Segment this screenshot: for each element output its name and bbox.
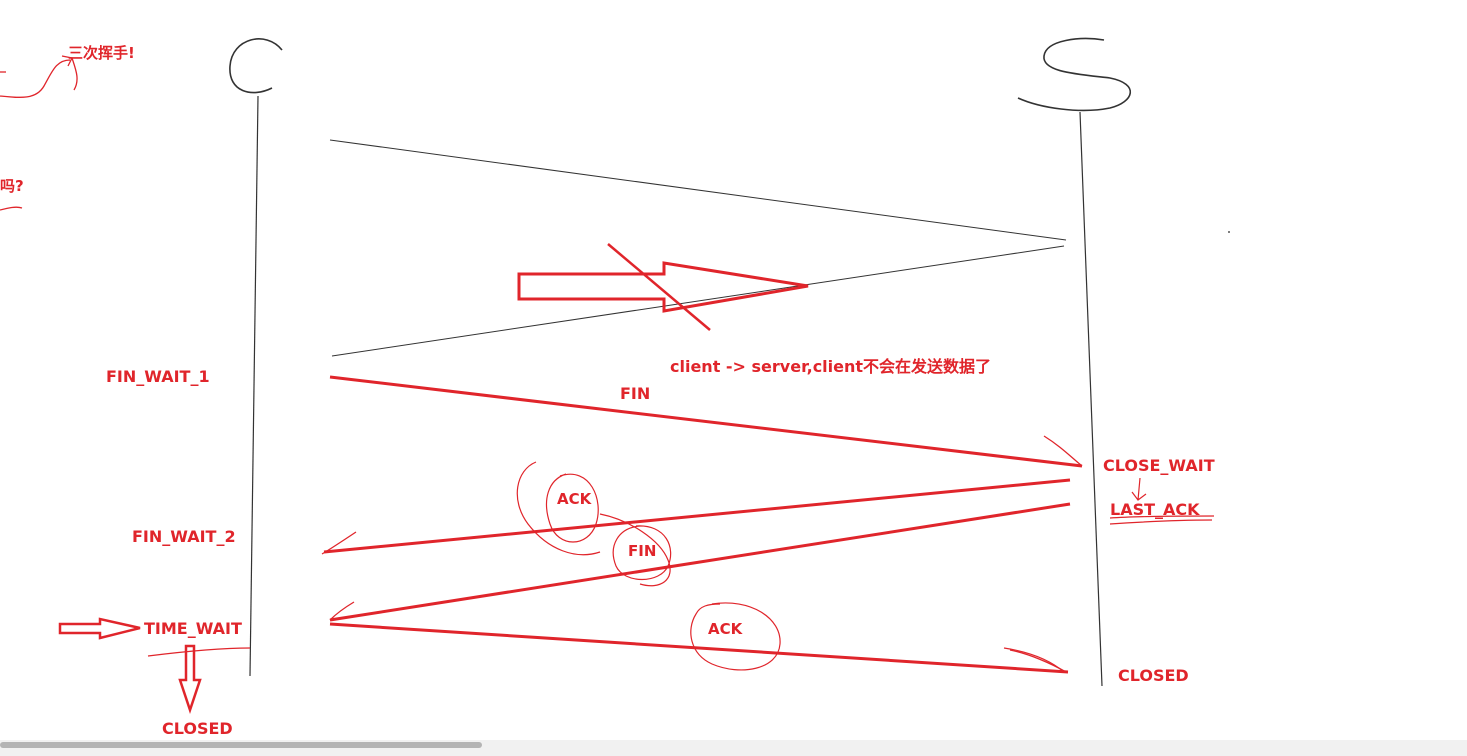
ack-arrow-1-head xyxy=(321,531,357,555)
state-time-wait: TIME_WAIT xyxy=(144,619,242,638)
state-last-ack: LAST_ACK xyxy=(1110,500,1200,519)
ack-arrow-2 xyxy=(329,622,1069,674)
last-ack-underline-2 xyxy=(1109,519,1213,525)
circle-ack-1 xyxy=(545,473,599,543)
message-ack-1: ACK xyxy=(557,490,593,508)
circle-ack-2 xyxy=(690,602,781,671)
server-s-glyph xyxy=(1017,37,1132,112)
sketch-line-bottom xyxy=(331,245,1065,357)
cross-out-stroke xyxy=(607,243,711,331)
last-ack-underline-1 xyxy=(1109,515,1215,519)
server-closed-tick xyxy=(1003,647,1065,673)
squiggle-arrow-top-left xyxy=(0,55,78,99)
message-fin-2: FIN xyxy=(628,542,656,560)
note-question-fragment: 吗? xyxy=(0,177,24,195)
client-c-glyph xyxy=(229,38,283,94)
sketch-line-top xyxy=(329,139,1067,241)
close-wait-to-last-ack-arrow xyxy=(1131,477,1147,501)
block-arrow-right xyxy=(517,261,809,313)
stray-dot xyxy=(1228,231,1230,233)
time-wait-pointer-arrow xyxy=(58,617,141,640)
circle-fin-2 xyxy=(612,525,672,580)
time-wait-down-arrow xyxy=(178,644,202,714)
state-fin-wait-2: FIN_WAIT_2 xyxy=(132,527,236,546)
scribble-loop-ack-fin xyxy=(516,461,671,587)
underline-left-fragment xyxy=(0,206,23,211)
state-client-closed: CLOSED xyxy=(162,719,233,738)
fin-arrow-1-head xyxy=(1043,435,1083,467)
fin-arrow-2-head xyxy=(329,601,355,621)
time-wait-underline xyxy=(147,647,251,657)
fin-arrow-1 xyxy=(329,375,1083,468)
note-three-handshake: 三次挥手! xyxy=(68,44,135,62)
horizontal-scrollbar-thumb[interactable] xyxy=(0,742,482,748)
server-timeline xyxy=(1079,111,1103,687)
message-fin-1: FIN xyxy=(620,384,650,403)
state-fin-wait-1: FIN_WAIT_1 xyxy=(106,367,210,386)
state-close-wait: CLOSE_WAIT xyxy=(1103,456,1215,475)
client-to-server-note: client -> server,client不会在发送数据了 xyxy=(670,357,991,376)
message-ack-2: ACK xyxy=(708,620,744,638)
ack-arrow-1 xyxy=(323,478,1071,554)
state-server-closed: CLOSED xyxy=(1118,666,1189,685)
fin-arrow-2 xyxy=(329,502,1071,622)
client-timeline xyxy=(249,95,259,677)
